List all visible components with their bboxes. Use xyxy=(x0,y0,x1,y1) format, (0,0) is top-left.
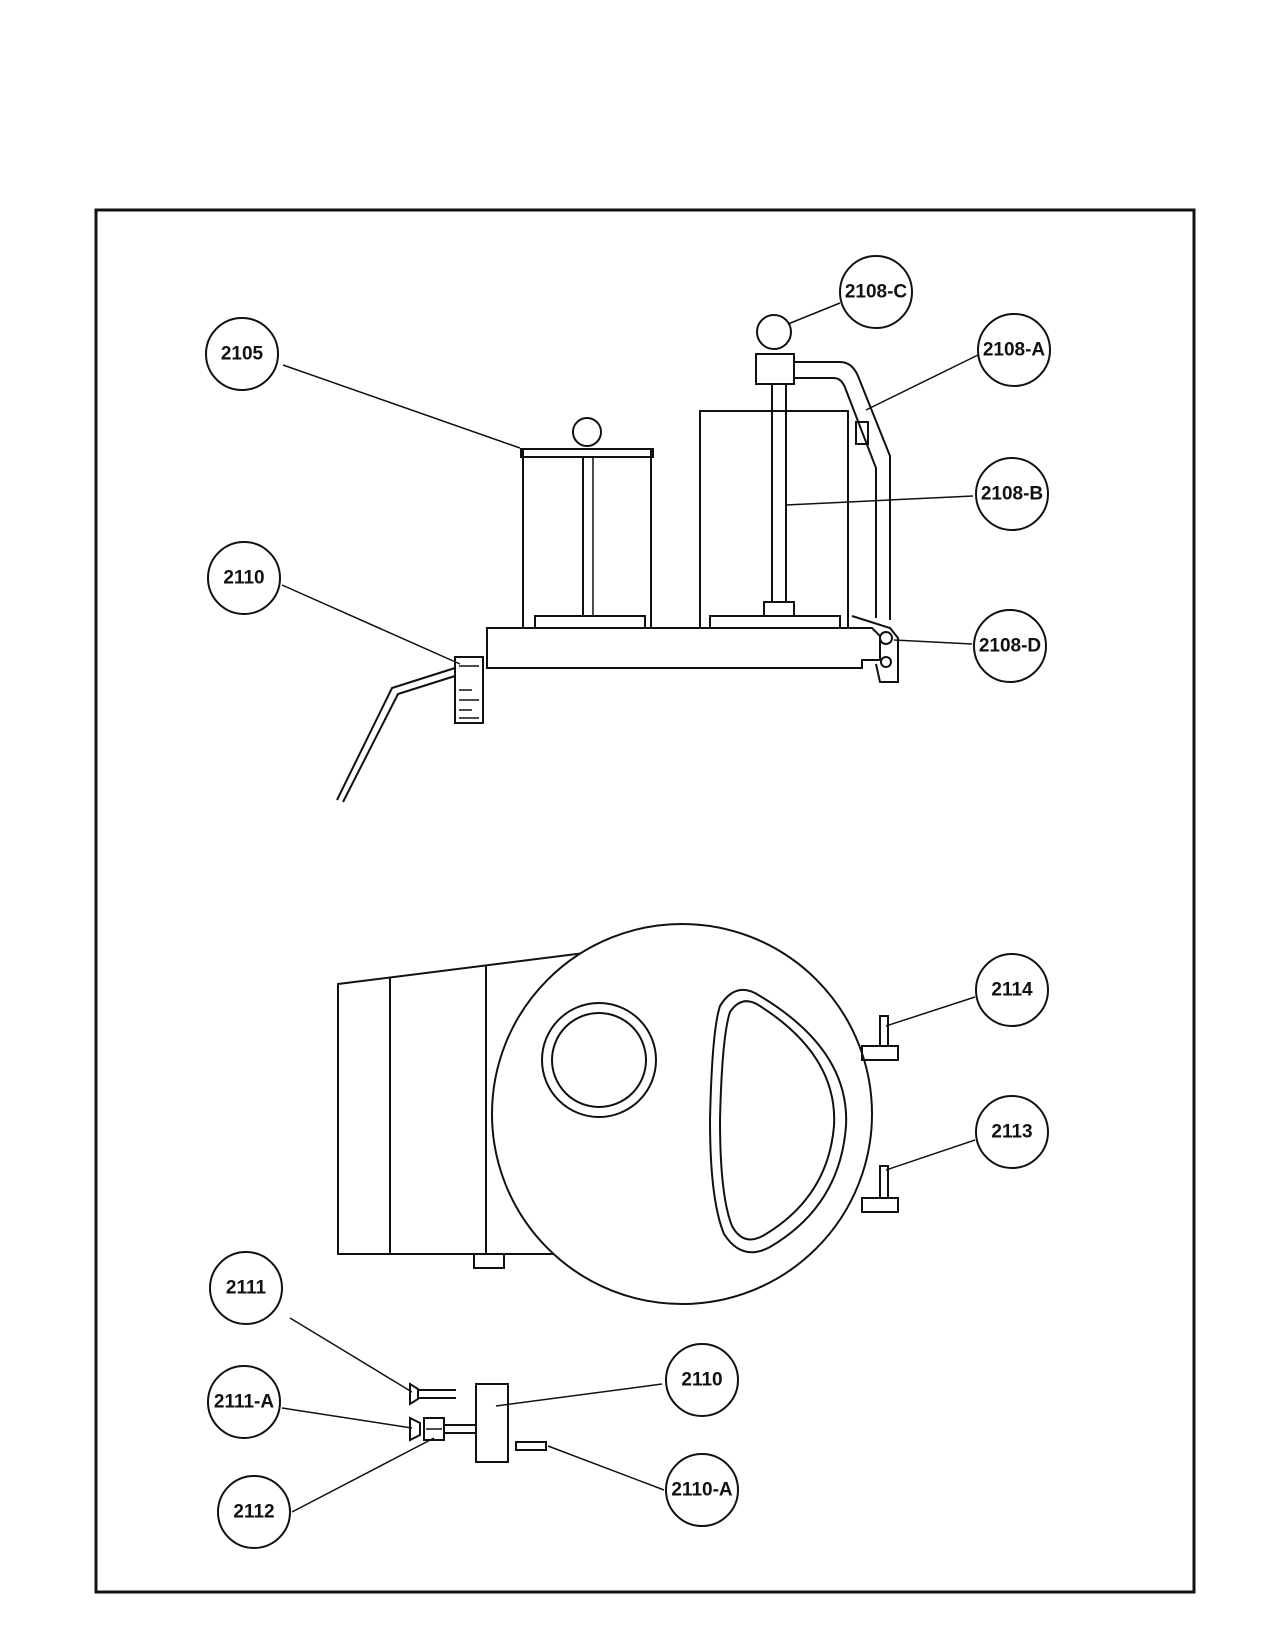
drain-valve xyxy=(454,656,484,724)
callout-label: 2105 xyxy=(221,344,264,365)
callout-label: 2108-C xyxy=(845,282,908,303)
callout-2111-a: 2111-A xyxy=(207,1365,281,1439)
small-parts xyxy=(409,1382,547,1463)
leader-lines xyxy=(281,302,981,1513)
pin-2113 xyxy=(879,1165,889,1199)
housing-foot xyxy=(473,1253,505,1269)
right-bracket xyxy=(851,615,899,683)
post-knob xyxy=(756,314,792,350)
left-canister-foot xyxy=(534,615,646,629)
post-base xyxy=(763,601,795,617)
screw-head xyxy=(409,1382,419,1406)
round-port-outer xyxy=(541,1002,657,1118)
callout-2110-top: 2110 xyxy=(207,541,281,615)
callout-label: 2110-A xyxy=(671,1480,733,1501)
callout-2108-a: 2108-A xyxy=(977,313,1051,387)
callout-label: 2110 xyxy=(223,568,264,589)
callout-2110-a: 2110-A xyxy=(665,1453,739,1527)
post-rod xyxy=(771,381,787,603)
callout-label: 2112 xyxy=(233,1502,274,1523)
callout-label: 2108-B xyxy=(981,484,1043,505)
oval-port-outer xyxy=(708,988,848,1254)
callout-2112: 2112 xyxy=(217,1475,291,1549)
oval-port-inner xyxy=(718,1000,836,1241)
right-canister-foot xyxy=(709,615,841,629)
callout-2105: 2105 xyxy=(205,317,279,391)
callout-label: 2111-A xyxy=(214,1392,274,1413)
top-assembly xyxy=(336,314,899,803)
latch-block xyxy=(475,1383,509,1463)
callout-label: 2110 xyxy=(681,1370,722,1391)
post-top-block xyxy=(755,353,795,385)
pin-2114-base xyxy=(861,1045,899,1061)
callout-2113: 2113 xyxy=(975,1095,1049,1169)
callout-label: 2114 xyxy=(991,980,1033,1001)
diagram-frame xyxy=(94,208,1196,1594)
bottom-assembly xyxy=(337,923,899,1305)
callout-2108-d: 2108-D xyxy=(973,609,1047,683)
arm-clip xyxy=(855,421,869,445)
callout-2111: 2111 xyxy=(209,1251,283,1325)
pin-2113-base xyxy=(861,1197,899,1213)
callout-label: 2108-D xyxy=(979,636,1041,657)
post-arm xyxy=(794,361,891,620)
callout-label: 2113 xyxy=(991,1122,1032,1143)
callout-2114: 2114 xyxy=(975,953,1049,1027)
right-canister xyxy=(699,410,849,629)
callout-2108-c: 2108-C xyxy=(839,255,913,329)
callout-label: 2108-A xyxy=(983,340,1046,361)
screw-a-head xyxy=(409,1416,421,1442)
drain-pipe xyxy=(336,667,456,801)
bracket-bolt-upper xyxy=(879,631,893,645)
latch-pin xyxy=(515,1441,547,1451)
callout-label: 2111 xyxy=(226,1278,267,1299)
pin-2114 xyxy=(879,1015,889,1047)
round-port-inner xyxy=(551,1012,647,1108)
left-canister-lid xyxy=(520,448,654,458)
callout-2108-b: 2108-B xyxy=(975,457,1049,531)
callout-2110-bottom: 2110 xyxy=(665,1343,739,1417)
base-plate xyxy=(486,627,881,669)
round-cover xyxy=(491,923,873,1305)
left-canister xyxy=(522,448,652,629)
bracket-bolt-lower xyxy=(880,656,892,668)
left-canister-knob xyxy=(572,417,602,447)
